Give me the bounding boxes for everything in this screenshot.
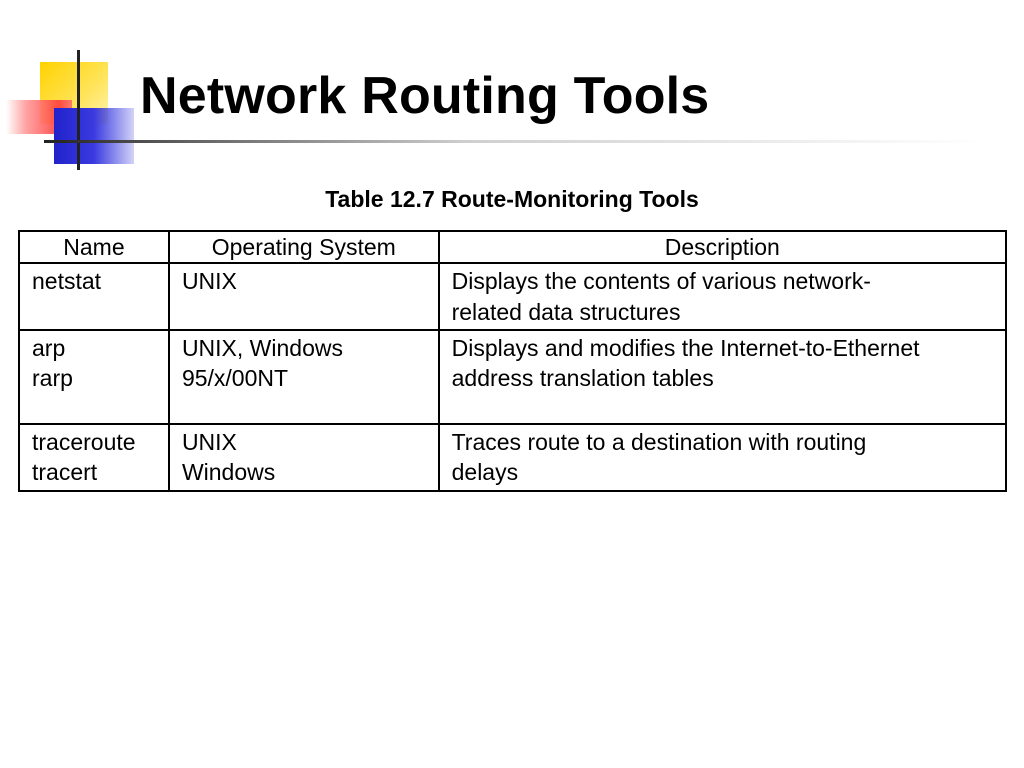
table-caption: Table 12.7 Route-Monitoring Tools <box>325 186 699 212</box>
slide-title: Network Routing Tools <box>140 67 710 125</box>
tool-name: netstat <box>32 268 102 295</box>
description-line: delays <box>451 459 519 486</box>
header-name: Name <box>18 229 170 265</box>
operating-system-text: UNIX <box>181 429 237 456</box>
description-line: Traces route to a destination with routi… <box>451 429 867 456</box>
cell-name: netstat <box>18 262 170 332</box>
description-line: address translation tables <box>451 365 714 392</box>
cell-name: arp rarp <box>18 329 170 426</box>
operating-system-text: UNIX <box>181 268 237 295</box>
cell-description: Displays and modifies the Internet-to-Et… <box>437 329 1008 426</box>
cell-operating-system: UNIX <box>167 262 440 332</box>
title-underline <box>44 140 984 143</box>
description-line: Displays the contents of various network… <box>451 268 871 295</box>
operating-system-text: 95/x/00NT <box>181 365 289 392</box>
description-line: related data structures <box>451 298 681 325</box>
tool-name: traceroute <box>32 429 136 456</box>
description-line: Displays and modifies the Internet-to-Et… <box>451 335 920 362</box>
cell-name: traceroute tracert <box>18 423 170 492</box>
tool-name: arp <box>32 335 66 362</box>
tool-name: rarp <box>32 365 73 392</box>
operating-system-text: Windows <box>181 459 276 486</box>
table-row: netstat UNIX Displays the contents of va… <box>18 262 1008 332</box>
cell-operating-system: UNIX Windows <box>167 423 440 492</box>
table-header-row: Name Operating System Description <box>18 229 1008 265</box>
logo-blue-square <box>54 108 134 164</box>
operating-system-text: UNIX, Windows <box>181 335 343 362</box>
color-blocks-logo-icon <box>0 40 140 170</box>
cell-operating-system: UNIX, Windows 95/x/00NT <box>167 329 440 426</box>
tool-name: tracert <box>32 459 98 486</box>
route-monitoring-table: Name Operating System Description netsta… <box>18 229 1008 492</box>
table-row: arp rarp UNIX, Windows 95/x/00NT Display… <box>18 329 1008 426</box>
logo-vertical-line <box>77 50 80 170</box>
table-row: traceroute tracert UNIX Windows Traces r… <box>18 423 1008 492</box>
cell-description: Traces route to a destination with routi… <box>437 423 1008 492</box>
header-description: Description <box>437 229 1008 265</box>
header-operating-system: Operating System <box>167 229 440 265</box>
cell-description: Displays the contents of various network… <box>437 262 1008 332</box>
